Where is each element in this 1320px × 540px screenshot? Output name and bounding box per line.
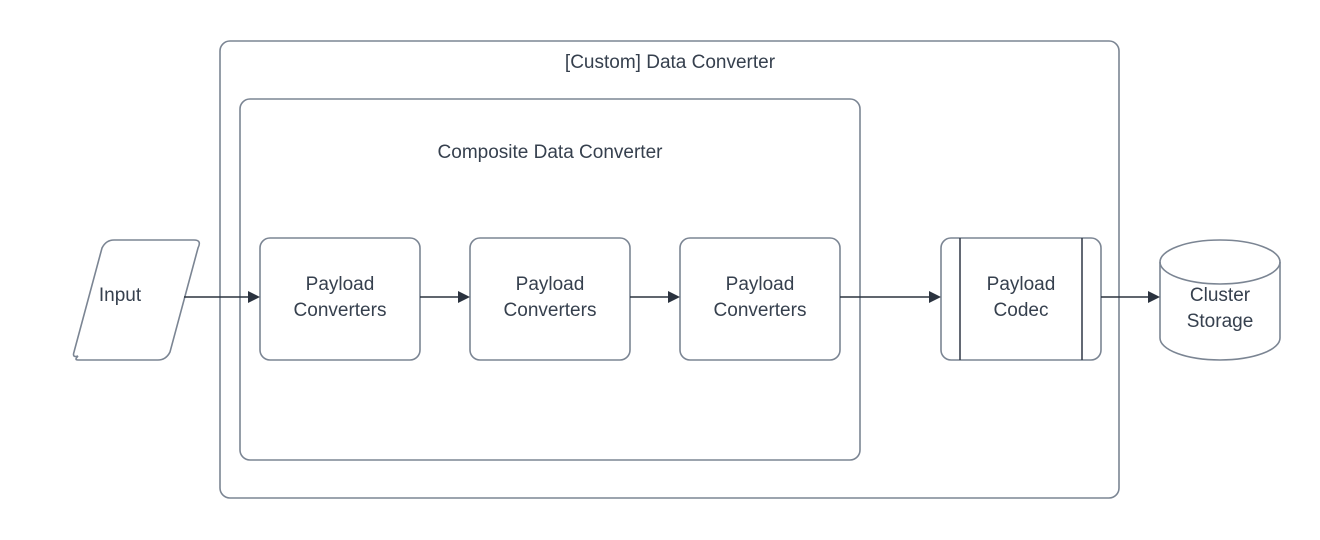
payload-converters-2-shape bbox=[469, 237, 631, 361]
payload-converters-1-label-line1: Payload bbox=[306, 274, 375, 295]
input-shape bbox=[72, 239, 201, 361]
arrow-head-icon bbox=[668, 291, 680, 303]
cluster-storage-label-line2: Storage bbox=[1187, 311, 1254, 332]
node-input[interactable]: Input bbox=[72, 239, 201, 361]
payload-converters-1-shape bbox=[259, 237, 421, 361]
connector-payload-converters-1-to-2 bbox=[420, 291, 470, 303]
payload-converters-3-label-line2: Converters bbox=[714, 300, 807, 321]
payload-converters-3-label-line1: Payload bbox=[726, 274, 795, 295]
connector-codec-to-cluster-storage bbox=[1101, 291, 1160, 303]
node-cluster-storage[interactable]: Cluster Storage bbox=[1159, 239, 1281, 361]
payload-converters-2-label-line1: Payload bbox=[516, 274, 585, 295]
cluster-storage-label-line1: Cluster bbox=[1190, 285, 1251, 306]
custom-data-converter-label: [Custom] Data Converter bbox=[565, 52, 776, 73]
composite-data-converter-outline bbox=[239, 98, 861, 461]
input-label: Input bbox=[99, 285, 142, 306]
payload-codec-label-line2: Codec bbox=[994, 300, 1049, 321]
node-payload-converters-1[interactable]: Payload Converters bbox=[259, 237, 421, 361]
payload-converters-2-label-line2: Converters bbox=[504, 300, 597, 321]
arrow-head-icon bbox=[458, 291, 470, 303]
container-composite-data-converter[interactable]: Composite Data Converter bbox=[239, 98, 861, 461]
connector-input-to-payload-converters-1 bbox=[184, 291, 260, 303]
connector-payload-converters-2-to-3 bbox=[630, 291, 680, 303]
cluster-storage-top-ellipse bbox=[1159, 261, 1281, 285]
connector-payload-converters-3-to-codec bbox=[840, 291, 941, 303]
arrow-head-icon bbox=[1148, 291, 1160, 303]
composite-data-converter-label: Composite Data Converter bbox=[438, 142, 664, 163]
node-payload-converters-2[interactable]: Payload Converters bbox=[469, 237, 631, 361]
arrow-head-icon bbox=[929, 291, 941, 303]
payload-codec-label-line1: Payload bbox=[987, 274, 1056, 295]
payload-converters-1-label-line2: Converters bbox=[294, 300, 387, 321]
cluster-storage-body bbox=[1159, 239, 1281, 361]
node-payload-converters-3[interactable]: Payload Converters bbox=[679, 237, 841, 361]
node-payload-codec[interactable]: Payload Codec bbox=[940, 237, 1102, 361]
payload-converters-3-shape bbox=[679, 237, 841, 361]
arrow-head-icon bbox=[248, 291, 260, 303]
payload-codec-shape bbox=[940, 237, 1102, 361]
